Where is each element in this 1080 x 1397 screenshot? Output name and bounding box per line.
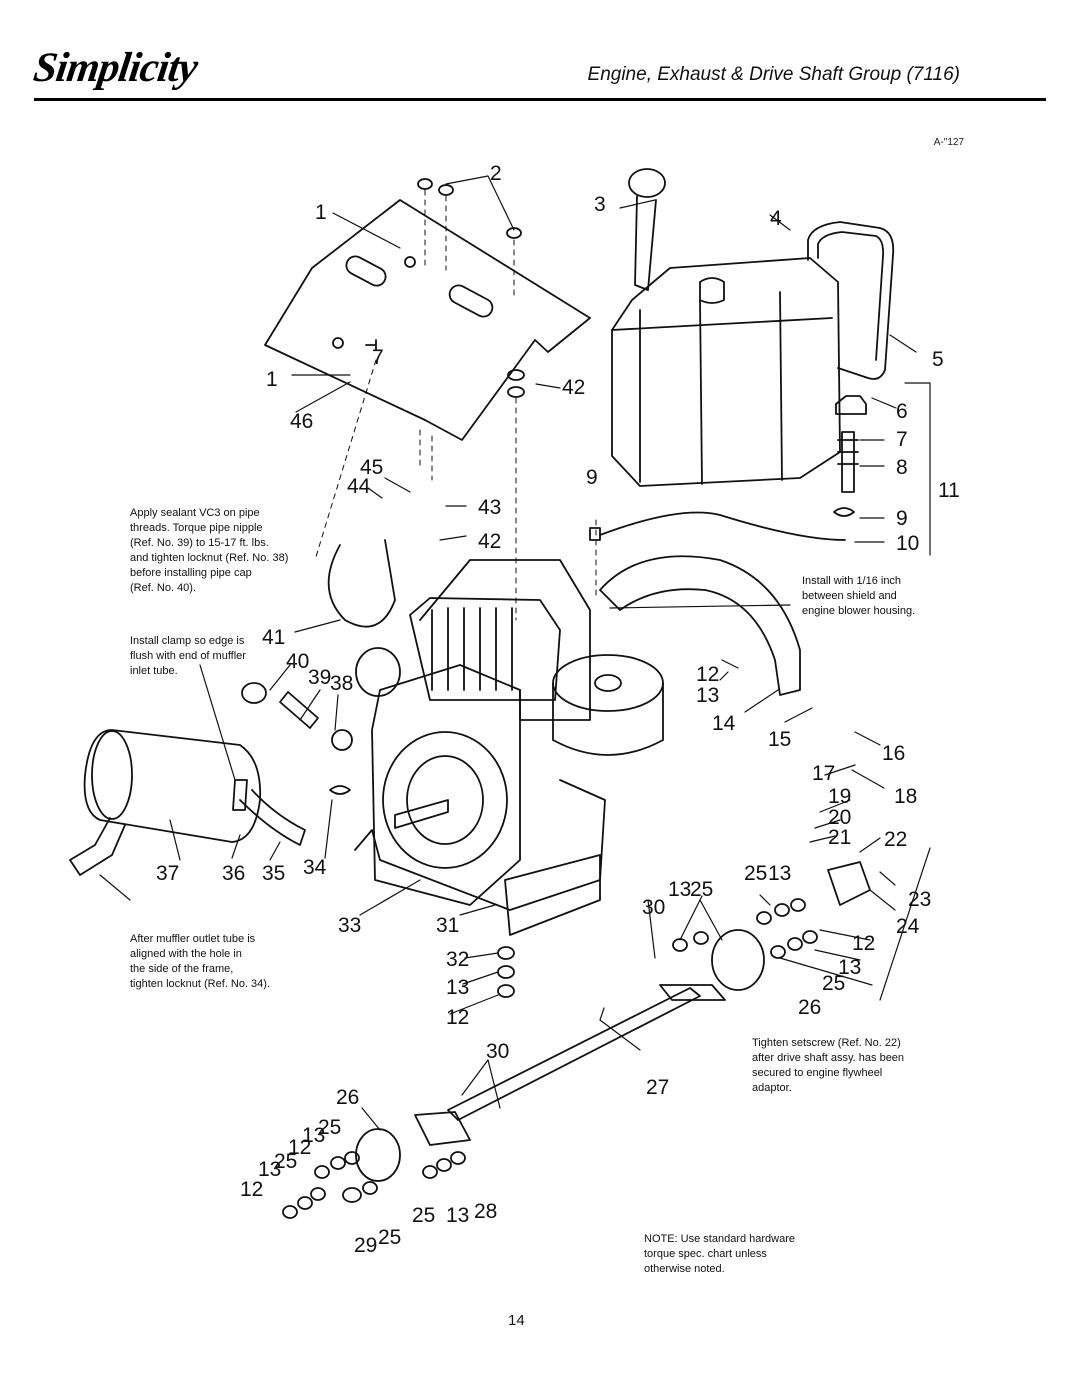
callout-39: 39 — [308, 666, 331, 689]
callout-40: 40 — [286, 650, 309, 673]
callout-9b: 9 — [896, 507, 908, 530]
clamp-note: Install clamp so edge is flush with end … — [130, 635, 246, 677]
callout-14: 14 — [712, 712, 736, 735]
engine-shroud — [264, 199, 591, 441]
callout-24: 24 — [896, 915, 920, 938]
drive-shaft — [355, 861, 871, 1182]
callout-25g: 25 — [378, 1226, 401, 1249]
callout-26b: 26 — [336, 1086, 359, 1109]
callout-1: 1 — [315, 201, 327, 224]
callout-16: 16 — [882, 742, 905, 765]
callout-37: 37 — [156, 862, 179, 885]
callout-30: 30 — [642, 896, 665, 919]
callout-31: 31 — [436, 914, 459, 937]
callout-32: 32 — [446, 948, 469, 971]
callout-13: 13 — [446, 976, 469, 999]
callout-41: 41 — [262, 626, 285, 649]
callout-21: 21 — [828, 826, 851, 849]
callout-19: 19 — [828, 785, 851, 808]
setscrew-note: Tighten setscrew (Ref. No. 22) after dri… — [752, 1037, 905, 1094]
shroud-hardware — [365, 178, 525, 398]
callout-20: 20 — [828, 806, 851, 829]
muffler — [69, 729, 306, 876]
sealant-note: Apply sealant VC3 on pipe threads. Torqu… — [130, 507, 289, 594]
callout-25f: 25 — [412, 1204, 435, 1227]
callout-18: 18 — [894, 785, 917, 808]
callout-10: 10 — [896, 532, 919, 555]
drawing-reference: A-"127 — [933, 137, 964, 148]
callout-7: 7 — [896, 428, 908, 451]
assembly-lines — [314, 189, 597, 621]
callout-12c: 12 — [852, 932, 875, 955]
leader-lines — [99, 175, 931, 1131]
dipstick — [628, 168, 666, 291]
callout-42b: 42 — [478, 530, 501, 553]
fuel-tank — [611, 257, 841, 487]
callout-25e: 25 — [274, 1150, 297, 1173]
callout-25c: 25 — [822, 972, 845, 995]
callout-29: 29 — [354, 1234, 377, 1257]
callout-22: 22 — [884, 828, 907, 851]
callout-28: 28 — [474, 1200, 497, 1223]
callout-45: 45 — [360, 456, 383, 479]
callout-13b: 13 — [696, 684, 719, 707]
hardware-note: NOTE: Use standard hardware torque spec.… — [644, 1233, 796, 1275]
callout-36: 36 — [222, 862, 245, 885]
callout-2: 2 — [490, 162, 502, 185]
callout-7b: 7 — [372, 346, 384, 369]
callout-13h: 13 — [446, 1204, 469, 1227]
callout-23: 23 — [908, 888, 931, 911]
callout-42: 42 — [562, 376, 585, 399]
callout-12b: 12 — [696, 663, 719, 686]
callout-8: 8 — [896, 456, 908, 479]
callout-12d: 12 — [288, 1136, 311, 1159]
callout-12: 12 — [446, 1006, 469, 1029]
callout-3: 3 — [594, 193, 606, 216]
callout-6: 6 — [896, 400, 908, 423]
callout-1b: 1 — [266, 368, 278, 391]
header-rule — [34, 98, 1046, 101]
page-number: 14 — [508, 1312, 525, 1329]
callout-13d: 13 — [668, 878, 691, 901]
exhaust-pipe-fittings — [241, 539, 396, 795]
callout-25: 25 — [744, 862, 767, 885]
callout-38: 38 — [330, 672, 353, 695]
callout-13g: 13 — [258, 1158, 281, 1181]
callout-35: 35 — [262, 862, 285, 885]
callout-25d: 25 — [318, 1116, 341, 1139]
callout-13c: 13 — [768, 862, 791, 885]
blower-shield — [599, 555, 801, 696]
callout-9: 9 — [586, 466, 598, 489]
air-cleaner — [355, 647, 664, 756]
fuel-fittings — [589, 395, 867, 541]
callout-12e: 12 — [240, 1178, 263, 1201]
callout-labels: 1 2 3 4 5 6 7 8 9 9 10 11 1 46 7 42 45 4… — [156, 162, 960, 1257]
callout-25b: 25 — [690, 878, 713, 901]
callout-33: 33 — [338, 914, 361, 937]
callout-46: 46 — [290, 410, 313, 433]
engine-block — [354, 559, 606, 936]
callout-43: 43 — [478, 496, 501, 519]
callout-17: 17 — [812, 762, 835, 785]
callout-5: 5 — [932, 348, 944, 371]
callout-15: 15 — [768, 728, 791, 751]
callout-26: 26 — [798, 996, 821, 1019]
callout-30b: 30 — [486, 1040, 509, 1063]
callout-4: 4 — [770, 207, 782, 230]
callout-11: 11 — [938, 479, 960, 502]
callout-44: 44 — [347, 475, 371, 498]
muffler-note: After muffler outlet tube is aligned wit… — [130, 933, 271, 990]
tank-strap — [807, 221, 895, 380]
callout-13f: 13 — [302, 1124, 325, 1147]
page-title: Engine, Exhaust & Drive Shaft Group (711… — [587, 64, 960, 85]
callout-13e: 13 — [838, 956, 861, 979]
shield-note: Install with 1/16 inch between shield an… — [802, 575, 916, 617]
callout-27: 27 — [646, 1076, 669, 1099]
callout-34: 34 — [303, 856, 327, 879]
